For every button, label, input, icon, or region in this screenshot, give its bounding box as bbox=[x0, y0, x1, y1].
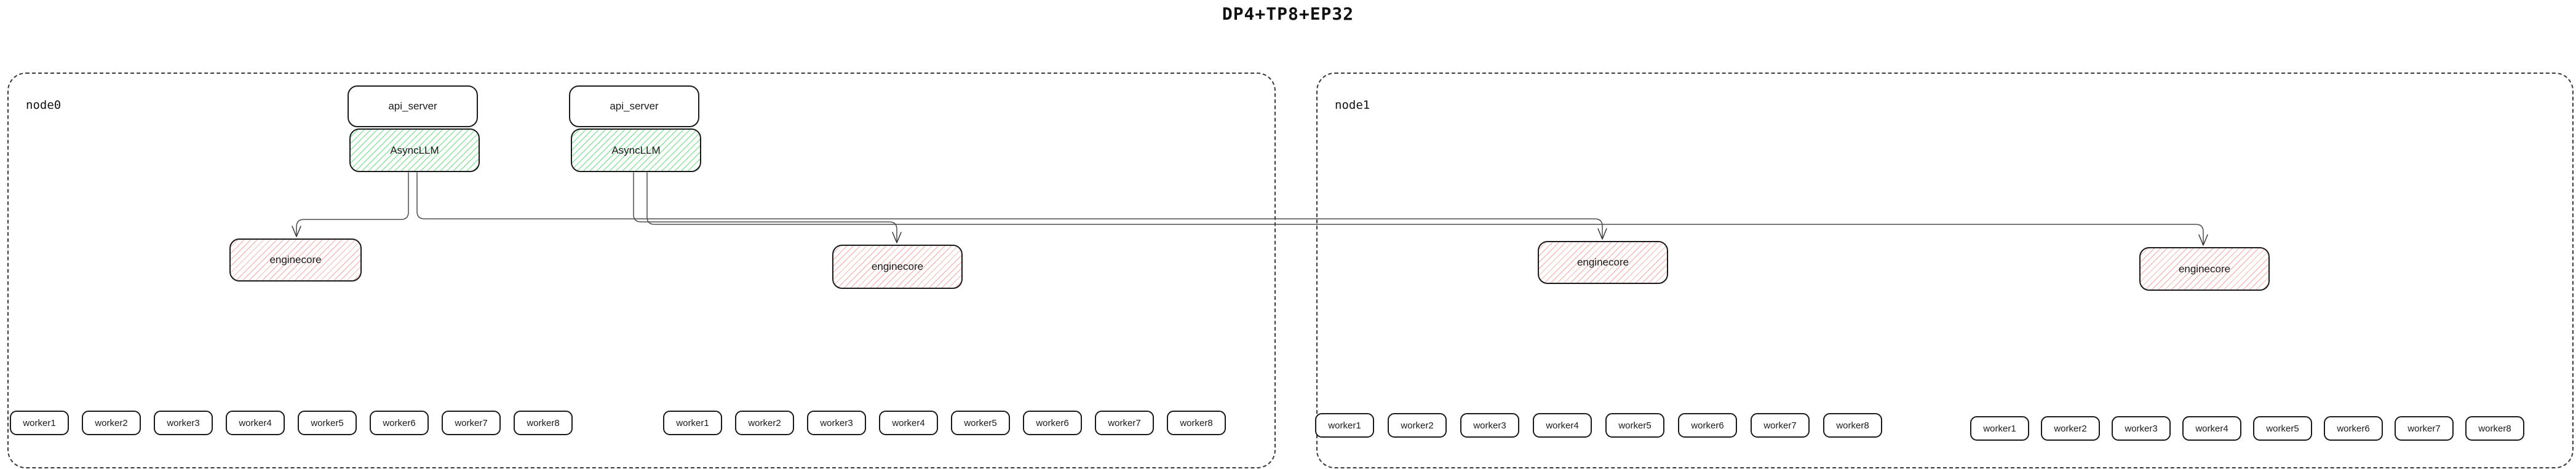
worker-box: worker2 bbox=[82, 411, 141, 435]
worker-box: worker1 bbox=[1970, 416, 2029, 441]
api-server-1-box: api_server bbox=[348, 85, 478, 127]
worker-box: worker5 bbox=[298, 411, 357, 435]
asyncllm-1-box: AsyncLLM bbox=[349, 128, 480, 172]
worker-box: worker6 bbox=[1678, 413, 1737, 438]
worker-box: worker7 bbox=[1751, 413, 1810, 438]
enginecore-3-box: enginecore bbox=[1538, 241, 1668, 284]
worker-box: worker1 bbox=[663, 411, 722, 435]
worker-box: worker5 bbox=[1605, 413, 1664, 438]
worker-group-node1-b: worker1 worker2 worker3 worker4 worker5 … bbox=[1970, 416, 2524, 441]
worker-box: worker3 bbox=[1460, 413, 1519, 438]
node0-container: node0 bbox=[7, 73, 1276, 468]
api-server-2-box: api_server bbox=[569, 85, 699, 127]
worker-box: worker6 bbox=[370, 411, 429, 435]
worker-box: worker3 bbox=[807, 411, 866, 435]
worker-box: worker1 bbox=[1315, 413, 1374, 438]
worker-box: worker8 bbox=[1823, 413, 1882, 438]
worker-box: worker3 bbox=[2112, 416, 2171, 441]
node0-label: node0 bbox=[26, 98, 62, 112]
node1-container: node1 bbox=[1316, 73, 2574, 468]
diagram-title: DP4+TP8+EP32 bbox=[1222, 4, 1354, 24]
worker-box: worker7 bbox=[2395, 416, 2454, 441]
worker-box: worker8 bbox=[514, 411, 573, 435]
worker-box: worker2 bbox=[2041, 416, 2100, 441]
enginecore-2-box: enginecore bbox=[832, 245, 963, 289]
worker-box: worker5 bbox=[951, 411, 1010, 435]
enginecore-1-box: enginecore bbox=[229, 238, 362, 282]
worker-box: worker4 bbox=[226, 411, 285, 435]
worker-group-node0-a: worker1 worker2 worker3 worker4 worker5 … bbox=[10, 411, 573, 435]
worker-box: worker4 bbox=[1533, 413, 1592, 438]
worker-group-node0-b: worker1 worker2 worker3 worker4 worker5 … bbox=[663, 411, 1226, 435]
worker-box: worker5 bbox=[2253, 416, 2312, 441]
worker-box: worker2 bbox=[735, 411, 794, 435]
worker-box: worker8 bbox=[2465, 416, 2524, 441]
node1-label: node1 bbox=[1335, 98, 1370, 112]
worker-box: worker4 bbox=[879, 411, 938, 435]
worker-box: worker6 bbox=[1023, 411, 1082, 435]
worker-box: worker1 bbox=[10, 411, 69, 435]
worker-box: worker8 bbox=[1167, 411, 1226, 435]
worker-box: worker7 bbox=[1095, 411, 1154, 435]
worker-group-node1-a: worker1 worker2 worker3 worker4 worker5 … bbox=[1315, 413, 1882, 438]
asyncllm-2-box: AsyncLLM bbox=[571, 128, 701, 172]
worker-box: worker6 bbox=[2324, 416, 2383, 441]
worker-box: worker7 bbox=[442, 411, 501, 435]
enginecore-4-box: enginecore bbox=[2139, 247, 2270, 291]
worker-box: worker3 bbox=[154, 411, 213, 435]
worker-box: worker4 bbox=[2182, 416, 2241, 441]
worker-box: worker2 bbox=[1388, 413, 1447, 438]
